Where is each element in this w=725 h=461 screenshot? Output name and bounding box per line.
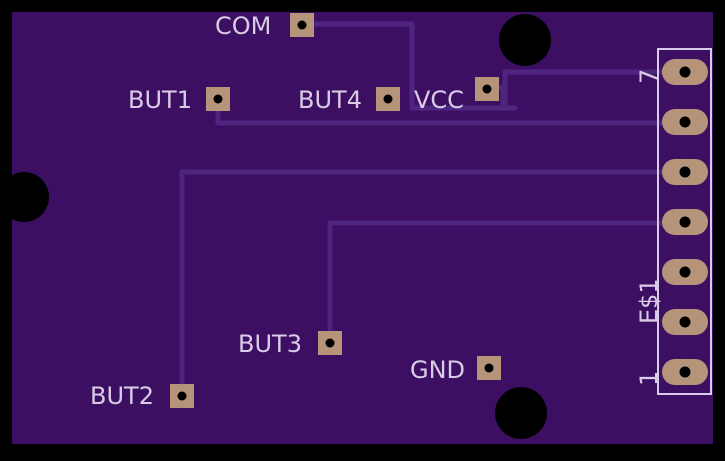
pad-but2 <box>170 384 194 408</box>
connector-pin <box>662 59 708 85</box>
mounting-hole-top <box>499 14 551 66</box>
trace-but3 <box>327 220 687 346</box>
test-pads <box>170 13 501 408</box>
connector-pin <box>662 259 708 285</box>
connector-pin <box>662 109 708 135</box>
label-com: COM <box>215 12 271 40</box>
label-pin-first: 1 <box>635 371 663 386</box>
pad-but4 <box>376 87 400 111</box>
trace-but2 <box>179 169 687 399</box>
label-but3: BUT3 <box>238 330 302 358</box>
trace-vcc <box>483 69 687 111</box>
label-pin-last: 7 <box>635 69 663 84</box>
pad-gnd <box>477 356 501 380</box>
pad-but1 <box>206 87 230 111</box>
connector-outline <box>657 48 712 395</box>
label-but4: BUT4 <box>298 86 362 114</box>
label-connector-name: E$1 <box>635 278 663 324</box>
label-gnd: GND <box>410 356 465 384</box>
trace-com <box>299 21 518 111</box>
pad-vcc <box>475 77 499 101</box>
mounting-hole-bottom <box>495 387 547 439</box>
connector-pin <box>662 359 708 385</box>
label-but2: BUT2 <box>90 382 154 410</box>
connector-pin <box>662 159 708 185</box>
connector-pins <box>662 59 708 385</box>
pad-com <box>290 13 314 37</box>
label-vcc: VCC <box>414 86 464 114</box>
label-but1: BUT1 <box>128 86 192 114</box>
connector-pin <box>662 309 708 335</box>
pad-but3 <box>318 331 342 355</box>
connector-pin <box>662 209 708 235</box>
mounting-hole-left <box>0 172 49 222</box>
